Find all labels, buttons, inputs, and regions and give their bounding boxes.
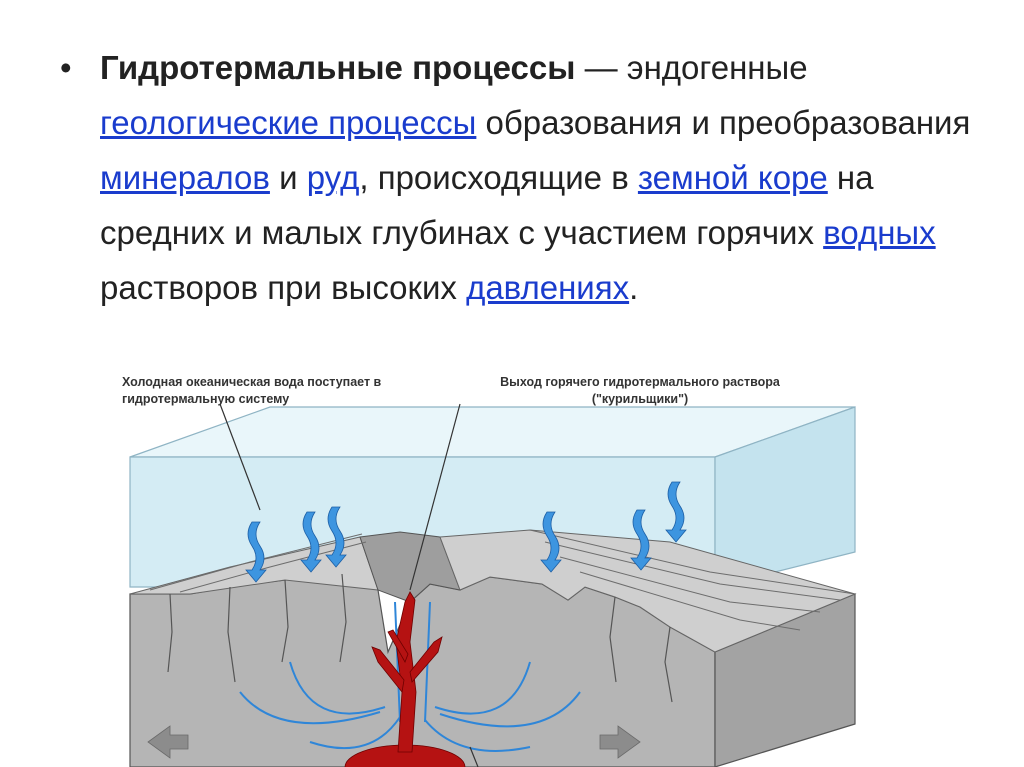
link-aqueous[interactable]: водных: [823, 214, 936, 251]
definition-paragraph: Гидротермальные процессы — эндогенные ге…: [100, 40, 990, 315]
text-segment: .: [629, 269, 638, 306]
label-hot-solution-line1: Выход горячего гидротермального раствора: [460, 374, 820, 391]
diagram-graphic: [110, 362, 870, 767]
text-segment: , происходящие в: [359, 159, 638, 196]
bullet-marker: •: [60, 40, 72, 95]
definition-text-block: • Гидротермальные процессы — эндогенные …: [60, 40, 990, 315]
label-hot-solution: Выход горячего гидротермального раствора…: [460, 374, 820, 408]
label-cold-water-line1: Холодная океаническая вода поступает в: [122, 374, 381, 391]
label-cold-water-line2: гидротермальную систему: [122, 391, 381, 408]
text-segment: растворов при высоких: [100, 269, 466, 306]
link-earth-crust[interactable]: земной коре: [638, 159, 828, 196]
link-pressures[interactable]: давлениях: [466, 269, 629, 306]
label-hot-solution-line2: ("курильщики"): [460, 391, 820, 408]
link-minerals[interactable]: минералов: [100, 159, 270, 196]
hydrothermal-system-diagram: Холодная океаническая вода поступает в г…: [110, 362, 870, 767]
term-hydrothermal-processes: Гидротермальные процессы: [100, 49, 575, 86]
link-geologic-processes[interactable]: геологические процессы: [100, 104, 476, 141]
text-segment: образования и преобразования: [476, 104, 970, 141]
text-segment: и: [270, 159, 307, 196]
link-ores[interactable]: руд: [307, 159, 360, 196]
text-segment: — эндогенные: [575, 49, 807, 86]
label-cold-water: Холодная океаническая вода поступает в г…: [122, 374, 381, 408]
